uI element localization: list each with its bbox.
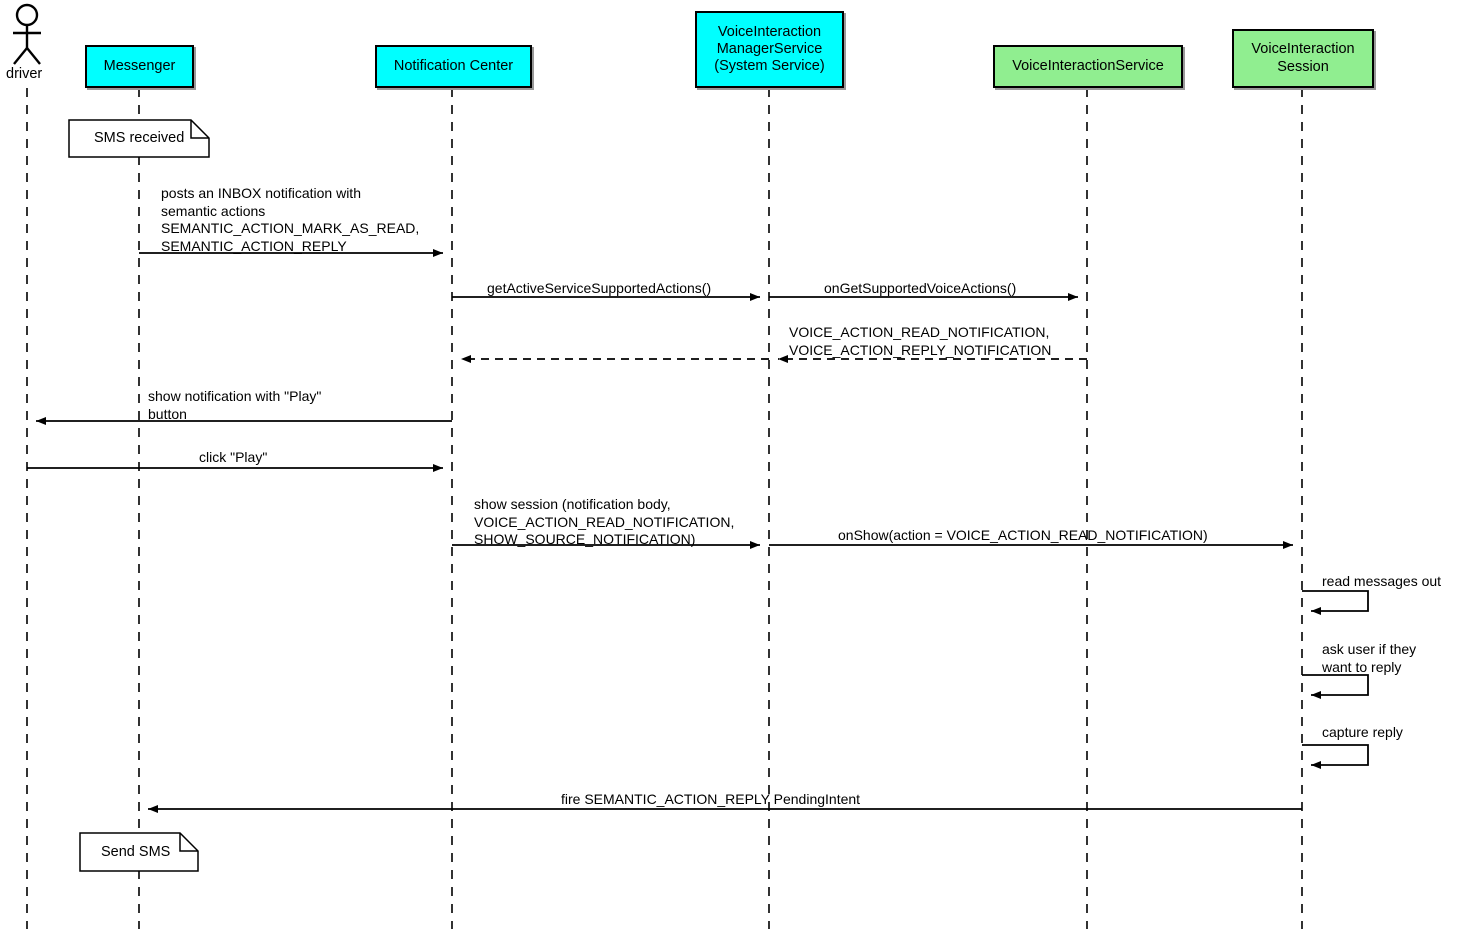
participant-voiceinteraction-service[interactable]: VoiceInteractionService xyxy=(993,45,1183,88)
participant-vims-line-3: (System Service) xyxy=(714,58,825,75)
note-send-sms-shape xyxy=(79,832,199,872)
message-label-show-session: show session (notification body, VOICE_A… xyxy=(474,496,735,547)
actor-driver-icon xyxy=(13,3,41,65)
participant-messenger[interactable]: Messenger xyxy=(85,45,194,88)
participant-voiceinteraction-manager-service[interactable]: VoiceInteraction ManagerService (System … xyxy=(695,11,844,88)
note-send-sms-text: Send SMS xyxy=(101,844,171,860)
actor-driver-label: driver xyxy=(6,66,43,82)
message-label-post-inbox-notification: posts an INBOX notification with semanti… xyxy=(161,185,420,254)
message-label-on-show: onShow(action = VOICE_ACTION_READ_NOTIFI… xyxy=(838,527,1208,543)
message-label-click-play: click "Play" xyxy=(199,449,268,465)
self-message-label-ask-user-if-they-want-to-reply: ask user if they want to reply xyxy=(1322,641,1417,675)
participant-vims-line-1: VoiceInteraction xyxy=(717,23,822,40)
self-message-label-read-messages-out: read messages out xyxy=(1322,573,1442,589)
note-sms-received-shape xyxy=(68,119,210,158)
message-label-show-notification-with-play-button: show notification with "Play" button xyxy=(148,388,322,422)
message-label-get-active-service-supported-actions: getActiveServiceSupportedActions() xyxy=(487,280,712,296)
participant-notification-center-line-1: Notification Center xyxy=(393,57,514,74)
participant-notification-center[interactable]: Notification Center xyxy=(375,45,532,88)
participant-messenger-line-1: Messenger xyxy=(103,57,176,74)
message-label-fire-semantic-action-reply-pendingintent: fire SEMANTIC_ACTION_REPLY PendingIntent xyxy=(561,791,861,807)
message-label-return-voice-actions: VOICE_ACTION_READ_NOTIFICATION, VOICE_AC… xyxy=(789,324,1052,358)
participant-voiceinteraction-session-line-1: VoiceInteraction xyxy=(1251,41,1355,58)
self-message-ask-user-if-they-want-to-reply xyxy=(1302,674,1369,699)
participant-voiceinteraction-session[interactable]: VoiceInteraction Session xyxy=(1232,29,1374,88)
note-sms-received-text: SMS received xyxy=(94,130,185,146)
participant-vims-line-2: ManagerService xyxy=(716,40,823,57)
self-message-capture-reply xyxy=(1302,744,1369,769)
participant-voiceinteraction-session-line-2: Session xyxy=(1277,58,1329,75)
lifelines xyxy=(26,88,1303,929)
self-message-read-messages-out xyxy=(1302,590,1369,615)
message-label-on-get-supported-voice-actions: onGetSupportedVoiceActions() xyxy=(824,280,1017,296)
self-message-label-capture-reply: capture reply xyxy=(1322,724,1403,740)
participant-voiceinteraction-service-line-1: VoiceInteractionService xyxy=(1012,57,1164,74)
